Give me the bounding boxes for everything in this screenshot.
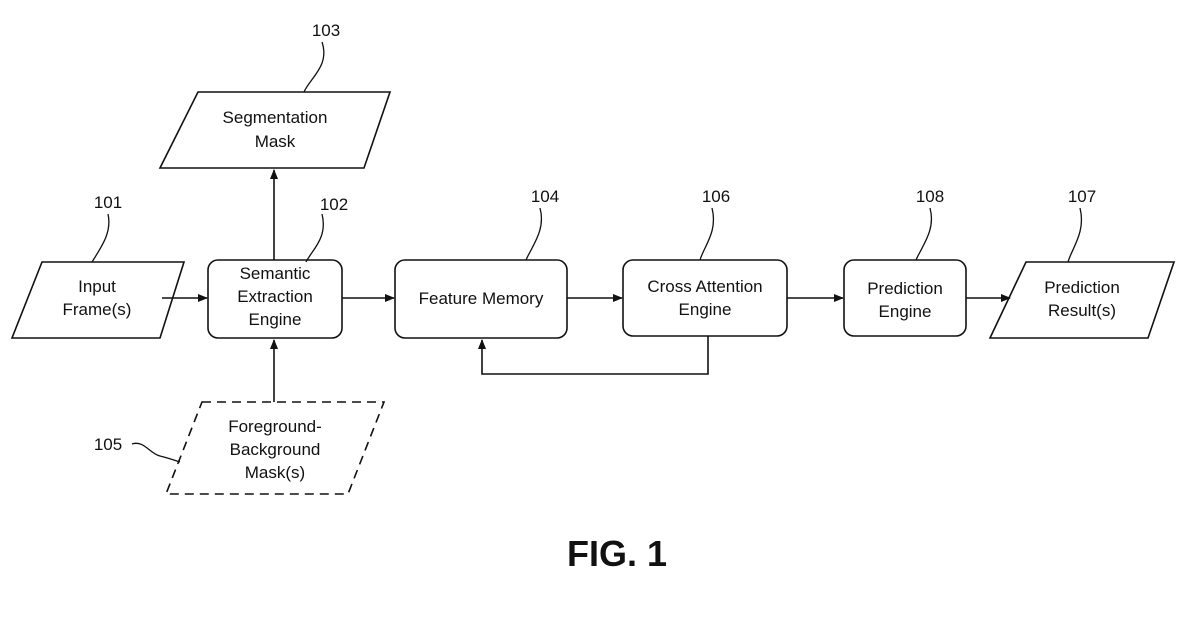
segmentation-mask-label-2: Mask	[255, 132, 296, 151]
leader-107	[1067, 207, 1083, 263]
figure-label: FIG. 1	[567, 533, 667, 574]
ref-105: 105	[94, 435, 122, 454]
semantic-extraction-label-1: Semantic	[240, 264, 311, 283]
leader-102	[305, 213, 324, 263]
leader-105	[131, 442, 181, 463]
leader-106	[699, 207, 715, 261]
prediction-engine-label-2: Engine	[879, 302, 932, 321]
cross-attention-label-1: Cross Attention	[647, 277, 762, 296]
input-frames-label-1: Input	[78, 277, 116, 296]
ref-103: 103	[312, 21, 340, 40]
ref-102: 102	[320, 195, 348, 214]
prediction-engine-shape	[843, 259, 967, 337]
ref-104: 104	[531, 187, 559, 206]
leader-104	[525, 207, 543, 261]
segmentation-mask-label-1: Segmentation	[223, 108, 328, 127]
ref-106: 106	[702, 187, 730, 206]
semantic-extraction-shape	[207, 259, 343, 339]
cross-attention-label-2: Engine	[679, 300, 732, 319]
ref-101: 101	[94, 193, 122, 212]
ref-108: 108	[916, 187, 944, 206]
fg-bg-mask-label-2: Background	[230, 440, 321, 459]
semantic-extraction-label-3: Engine	[249, 310, 302, 329]
prediction-result-shape	[988, 261, 1176, 339]
fg-bg-mask-shape[interactable]	[164, 401, 386, 495]
cross-attention-shape	[622, 259, 788, 337]
leader-103	[303, 41, 325, 93]
input-frames-shape	[10, 261, 186, 339]
segmentation-mask-shape	[158, 91, 392, 169]
leader-108	[915, 207, 933, 261]
prediction-engine-label-1: Prediction	[867, 279, 943, 298]
prediction-result-label-1: Prediction	[1044, 278, 1120, 297]
fg-bg-mask-label-1: Foreground-	[228, 417, 322, 436]
feature-memory-shape	[394, 259, 568, 339]
semantic-extraction-label-2: Extraction	[237, 287, 313, 306]
feature-memory-label: Feature Memory	[419, 289, 544, 308]
arrow-cross-feedback-to-memory	[478, 336, 709, 375]
prediction-result-label-2: Result(s)	[1048, 301, 1116, 320]
input-frames-label-2: Frame(s)	[63, 300, 132, 319]
leader-101	[91, 213, 110, 263]
fg-bg-mask-label-3: Mask(s)	[245, 463, 305, 482]
ref-107: 107	[1068, 187, 1096, 206]
